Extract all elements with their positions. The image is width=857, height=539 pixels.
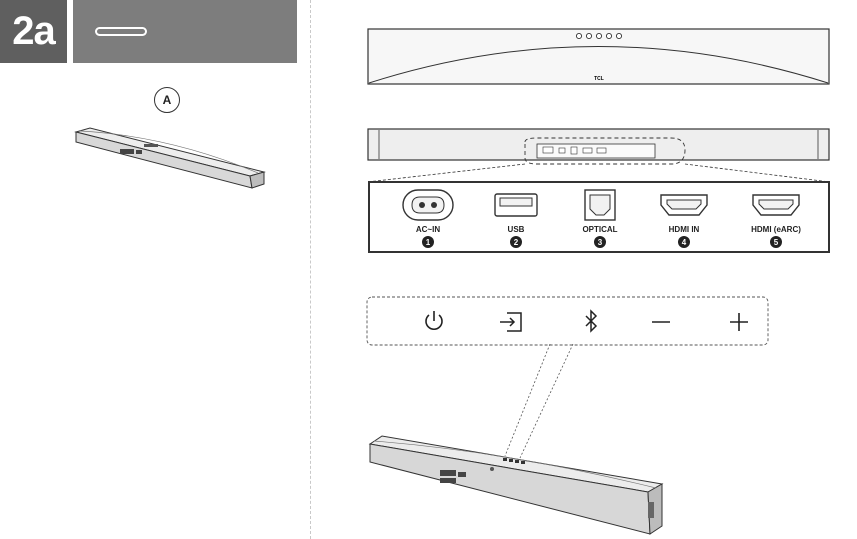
hdmi-port-icon [660,194,708,216]
port-number-2: 2 [510,236,522,248]
soundbar-top-view: TCL [367,28,830,85]
step-badge: 2a [0,0,67,63]
port-label-hdmi-in: HDMI IN [668,225,700,234]
header-bar [73,0,297,63]
column-divider [310,0,311,539]
port-number-1: 1 [422,236,434,248]
soundbar-rear-view [367,128,830,165]
port-number-4: 4 [678,236,690,248]
top-buttons-row [575,32,623,40]
port-callout-lines [367,163,831,183]
header-title-placeholder [95,27,147,36]
brand-logo: TCL [594,76,604,82]
step-number: 2a [12,9,55,53]
power-icon [425,311,443,330]
port-label-hdmi-earc: HDMI (eARC) [751,225,801,234]
source-input-icon [500,312,522,332]
button-panel-callout [366,296,769,346]
usb-port-icon [494,193,538,217]
port-label-optical: OPTICAL [582,225,618,234]
port-label-usb: USB [507,225,525,234]
port-number-5: 5 [770,236,782,248]
callout-label: A [162,93,172,107]
port-number-3: 3 [594,236,606,248]
hdmi-earc-port-icon [752,194,800,216]
ac-power-port-icon [402,189,454,221]
port-panel: AC~IN 1 USB 2 OPTICAL 3 HDMI IN 4 HDMI (… [368,181,830,253]
soundbar-overview-illustration [74,127,266,189]
port-label-ac-in: AC~IN [415,225,441,234]
optical-port-icon [584,189,616,221]
bluetooth-icon [585,309,598,333]
callout-a: A [154,87,180,113]
volume-up-icon [730,313,748,331]
soundbar-perspective-illustration [368,344,664,535]
